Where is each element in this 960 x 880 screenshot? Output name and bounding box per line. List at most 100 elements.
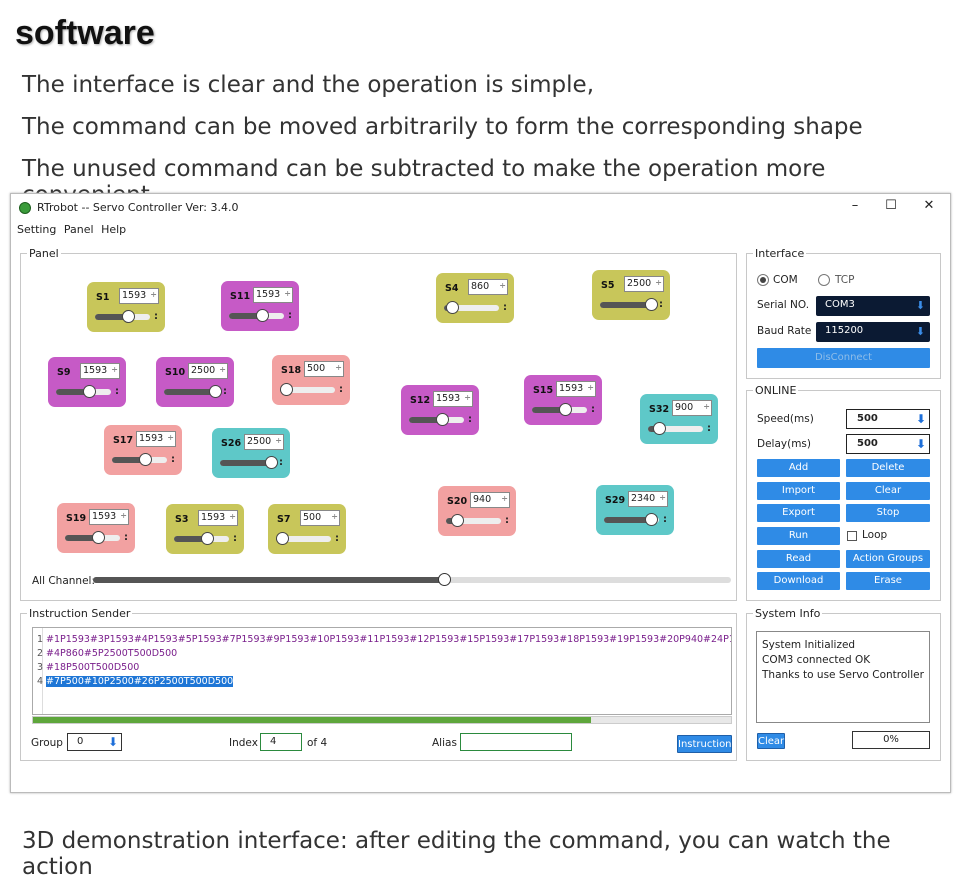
spin-arrows-icon[interactable]: ÷ bbox=[587, 383, 594, 392]
serial-select[interactable]: COM3 ⬇ bbox=[816, 296, 930, 316]
servo-slider[interactable] bbox=[112, 453, 167, 466]
minimize-button[interactable]: – bbox=[851, 198, 859, 213]
servo-slider-knob[interactable] bbox=[559, 403, 572, 416]
servo-slider[interactable] bbox=[95, 310, 150, 323]
servo-value-spinbox[interactable]: 2340÷ bbox=[628, 491, 668, 507]
delete-button[interactable]: Delete bbox=[846, 459, 930, 477]
servo-value-spinbox[interactable]: 1593÷ bbox=[556, 381, 596, 397]
servo-slider-knob[interactable] bbox=[276, 532, 289, 545]
servo-slider[interactable] bbox=[56, 385, 111, 398]
servo-slider[interactable] bbox=[409, 413, 464, 426]
spin-arrows-icon[interactable]: ÷ bbox=[150, 290, 157, 299]
add-button[interactable]: Add bbox=[757, 459, 840, 477]
com-radio[interactable] bbox=[757, 274, 769, 286]
spin-arrows-icon[interactable]: ÷ bbox=[655, 278, 662, 287]
servo-slider[interactable] bbox=[174, 532, 229, 545]
spin-arrows-icon[interactable]: ÷ bbox=[219, 365, 226, 374]
loop-checkbox[interactable] bbox=[847, 531, 857, 541]
servo-slider-knob[interactable] bbox=[83, 385, 96, 398]
menu-setting[interactable]: Setting bbox=[17, 223, 57, 236]
close-button[interactable]: ✕ bbox=[923, 198, 935, 213]
servo-slider[interactable] bbox=[220, 456, 278, 469]
spin-arrows-icon[interactable]: ÷ bbox=[111, 365, 118, 374]
download-button[interactable]: Download bbox=[757, 572, 840, 590]
servo-slider-knob[interactable] bbox=[122, 310, 135, 323]
servo-value-spinbox[interactable]: 1593÷ bbox=[119, 288, 159, 304]
run-button[interactable]: Run bbox=[757, 527, 840, 545]
action-groups-button[interactable]: Action Groups bbox=[846, 550, 930, 568]
spin-arrows-icon[interactable]: ÷ bbox=[335, 363, 342, 372]
alias-input[interactable] bbox=[460, 733, 572, 751]
menu-help[interactable]: Help bbox=[101, 223, 127, 236]
spin-arrows-icon[interactable]: ÷ bbox=[120, 511, 127, 520]
servo-slider-knob[interactable] bbox=[446, 301, 459, 314]
servo-slider[interactable] bbox=[229, 309, 284, 322]
servo-value-spinbox[interactable]: 2500÷ bbox=[624, 276, 664, 292]
servo-value-spinbox[interactable]: 500÷ bbox=[300, 510, 340, 526]
servo-value-spinbox[interactable]: 2500÷ bbox=[244, 434, 284, 450]
servo-value-spinbox[interactable]: 940÷ bbox=[470, 492, 510, 508]
servo-value-spinbox[interactable]: 1593÷ bbox=[80, 363, 120, 379]
export-button[interactable]: Export bbox=[757, 504, 840, 522]
index-input[interactable]: 4 bbox=[260, 733, 302, 751]
instruction-line-1[interactable]: 1#1P1593#3P1593#4P1593#5P1593#7P1593#9P1… bbox=[33, 634, 731, 647]
servo-value-spinbox[interactable]: 1593÷ bbox=[198, 510, 238, 526]
servo-value-spinbox[interactable]: 1593÷ bbox=[136, 431, 176, 447]
servo-slider[interactable] bbox=[446, 514, 501, 527]
stop-button[interactable]: Stop bbox=[846, 504, 930, 522]
servo-slider[interactable] bbox=[164, 385, 222, 398]
instruction-line-3[interactable]: 3#18P500T500D500 bbox=[33, 662, 139, 675]
instruction-editor[interactable]: 1#1P1593#3P1593#4P1593#5P1593#7P1593#9P1… bbox=[32, 627, 732, 715]
servo-slider[interactable] bbox=[604, 513, 659, 526]
maximize-button[interactable]: ☐ bbox=[885, 198, 897, 213]
spin-arrows-icon[interactable]: ÷ bbox=[229, 512, 236, 521]
servo-slider-knob[interactable] bbox=[451, 514, 464, 527]
baud-select[interactable]: 115200 ⬇ bbox=[816, 322, 930, 342]
servo-slider[interactable] bbox=[280, 383, 335, 396]
spin-arrows-icon[interactable]: ÷ bbox=[331, 512, 338, 521]
servo-slider-knob[interactable] bbox=[436, 413, 449, 426]
servo-value-spinbox[interactable]: 860÷ bbox=[468, 279, 508, 295]
servo-value-spinbox[interactable]: 1593÷ bbox=[433, 391, 473, 407]
servo-value-spinbox[interactable]: 500÷ bbox=[304, 361, 344, 377]
servo-value-spinbox[interactable]: 2500÷ bbox=[188, 363, 228, 379]
spin-arrows-icon[interactable]: ÷ bbox=[703, 402, 710, 411]
servo-slider-knob[interactable] bbox=[139, 453, 152, 466]
clear-log-button[interactable]: Clear bbox=[757, 733, 785, 749]
servo-slider-knob[interactable] bbox=[645, 298, 658, 311]
servo-slider-knob[interactable] bbox=[201, 532, 214, 545]
all-channel-slider[interactable] bbox=[93, 573, 731, 586]
instruction-button[interactable]: Instruction bbox=[677, 735, 732, 753]
servo-slider-knob[interactable] bbox=[653, 422, 666, 435]
servo-slider-knob[interactable] bbox=[256, 309, 269, 322]
servo-slider-knob[interactable] bbox=[209, 385, 222, 398]
group-select[interactable]: 0 ⬇ bbox=[67, 733, 122, 751]
servo-slider[interactable] bbox=[444, 301, 499, 314]
servo-slider-knob[interactable] bbox=[280, 383, 293, 396]
servo-slider[interactable] bbox=[600, 298, 658, 311]
servo-slider-knob[interactable] bbox=[645, 513, 658, 526]
disconnect-button[interactable]: DisConnect bbox=[757, 348, 930, 368]
servo-slider-knob[interactable] bbox=[92, 531, 105, 544]
servo-value-spinbox[interactable]: 900÷ bbox=[672, 400, 712, 416]
servo-slider[interactable] bbox=[276, 532, 331, 545]
servo-value-spinbox[interactable]: 1593÷ bbox=[89, 509, 129, 525]
spin-arrows-icon[interactable]: ÷ bbox=[167, 433, 174, 442]
spin-arrows-icon[interactable]: ÷ bbox=[659, 493, 666, 502]
read-button[interactable]: Read bbox=[757, 550, 840, 568]
servo-slider-knob[interactable] bbox=[265, 456, 278, 469]
